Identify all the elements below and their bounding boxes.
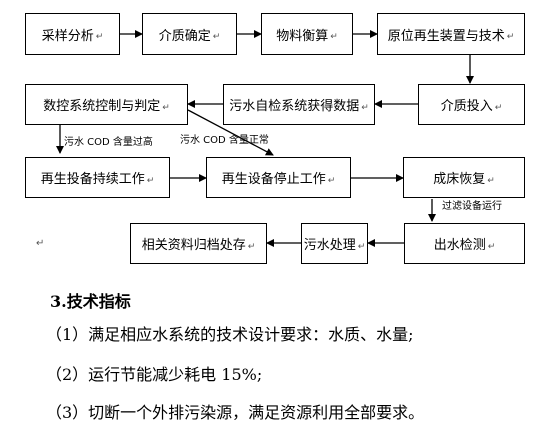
label-filter-run: 过滤设备运行: [442, 201, 502, 212]
box-label: 再生设备停止工作: [221, 172, 326, 187]
paragraph-mark: ↵: [506, 32, 515, 42]
box-label: 相关资料归档处存: [141, 238, 246, 253]
spec-item-1: （1）满足相应水系统的技术设计要求：水质、水量;: [46, 325, 414, 344]
box-label: 原位再生装置与技术: [387, 28, 505, 44]
box-label: 物料衡算: [276, 28, 329, 44]
box-label: 成床恢复: [433, 172, 486, 187]
spec-item-2: （2）运行节能减少耗电 15%;: [46, 365, 263, 384]
box-medium-determination: 介质确定↵: [142, 13, 237, 55]
section-heading: 3.技术指标: [50, 292, 131, 311]
paragraph-mark: ↵: [487, 175, 495, 186]
box-archive-records: 相关资料归档处存↵: [130, 223, 267, 264]
paragraph-mark: ↵: [212, 32, 221, 42]
paragraph-mark: ↵: [95, 32, 104, 42]
box-regeneration-continue: 再生投备持续工作↵: [25, 157, 170, 198]
box-sewage-self-check: 污水自检系统获得数据↵: [223, 84, 375, 125]
box-label: 再生投备持续工作: [40, 172, 145, 187]
paragraph-mark: ↵: [494, 102, 503, 113]
box-material-balance: 物料衡算↵: [261, 13, 353, 55]
paragraph-mark: ↵: [146, 175, 155, 186]
arrow-b7-b9: [187, 109, 274, 156]
box-bed-recovery: 成床恢复↵: [403, 157, 525, 198]
paragraph-mark: ↵: [327, 175, 336, 186]
label-cod-high: 污水 COD 含量过高: [64, 137, 153, 148]
box-nc-control-judgement: 数控系统控制与判定↵: [25, 84, 188, 125]
box-in-situ-regeneration: 原位再生装置与技术↵: [377, 13, 525, 55]
box-medium-input: 介质投入↵: [418, 84, 525, 125]
box-label: 介质确定: [158, 28, 211, 44]
box-sampling-analysis: 采样分析↵: [25, 13, 120, 55]
box-label: 数控系统控制与判定: [43, 99, 161, 114]
box-label: 污水自检系统获得数据: [229, 99, 360, 114]
stray-paragraph-mark: ↵: [36, 238, 45, 249]
paragraph-mark: ↵: [361, 102, 369, 113]
paragraph-mark: ↵: [162, 102, 170, 113]
paragraph-mark: ↵: [357, 241, 366, 252]
box-label: 出水检测: [433, 238, 486, 253]
box-sewage-treatment: 污水处理↵: [301, 223, 368, 264]
box-regeneration-stop: 再生设备停止工作↵: [206, 157, 351, 198]
paragraph-mark: ↵: [487, 241, 496, 252]
box-effluent-test: 出水检测↵: [404, 223, 525, 264]
box-label: 介质投入: [440, 99, 493, 114]
label-cod-normal: 污水 COD 含量正常: [180, 135, 269, 146]
box-label: 污水处理: [303, 238, 356, 253]
paragraph-mark: ↵: [330, 32, 338, 42]
box-label: 采样分析: [41, 28, 94, 44]
spec-item-3: （3）切断一个外排污染源，满足资源利用全部要求。: [46, 403, 425, 422]
paragraph-mark: ↵: [247, 241, 256, 252]
